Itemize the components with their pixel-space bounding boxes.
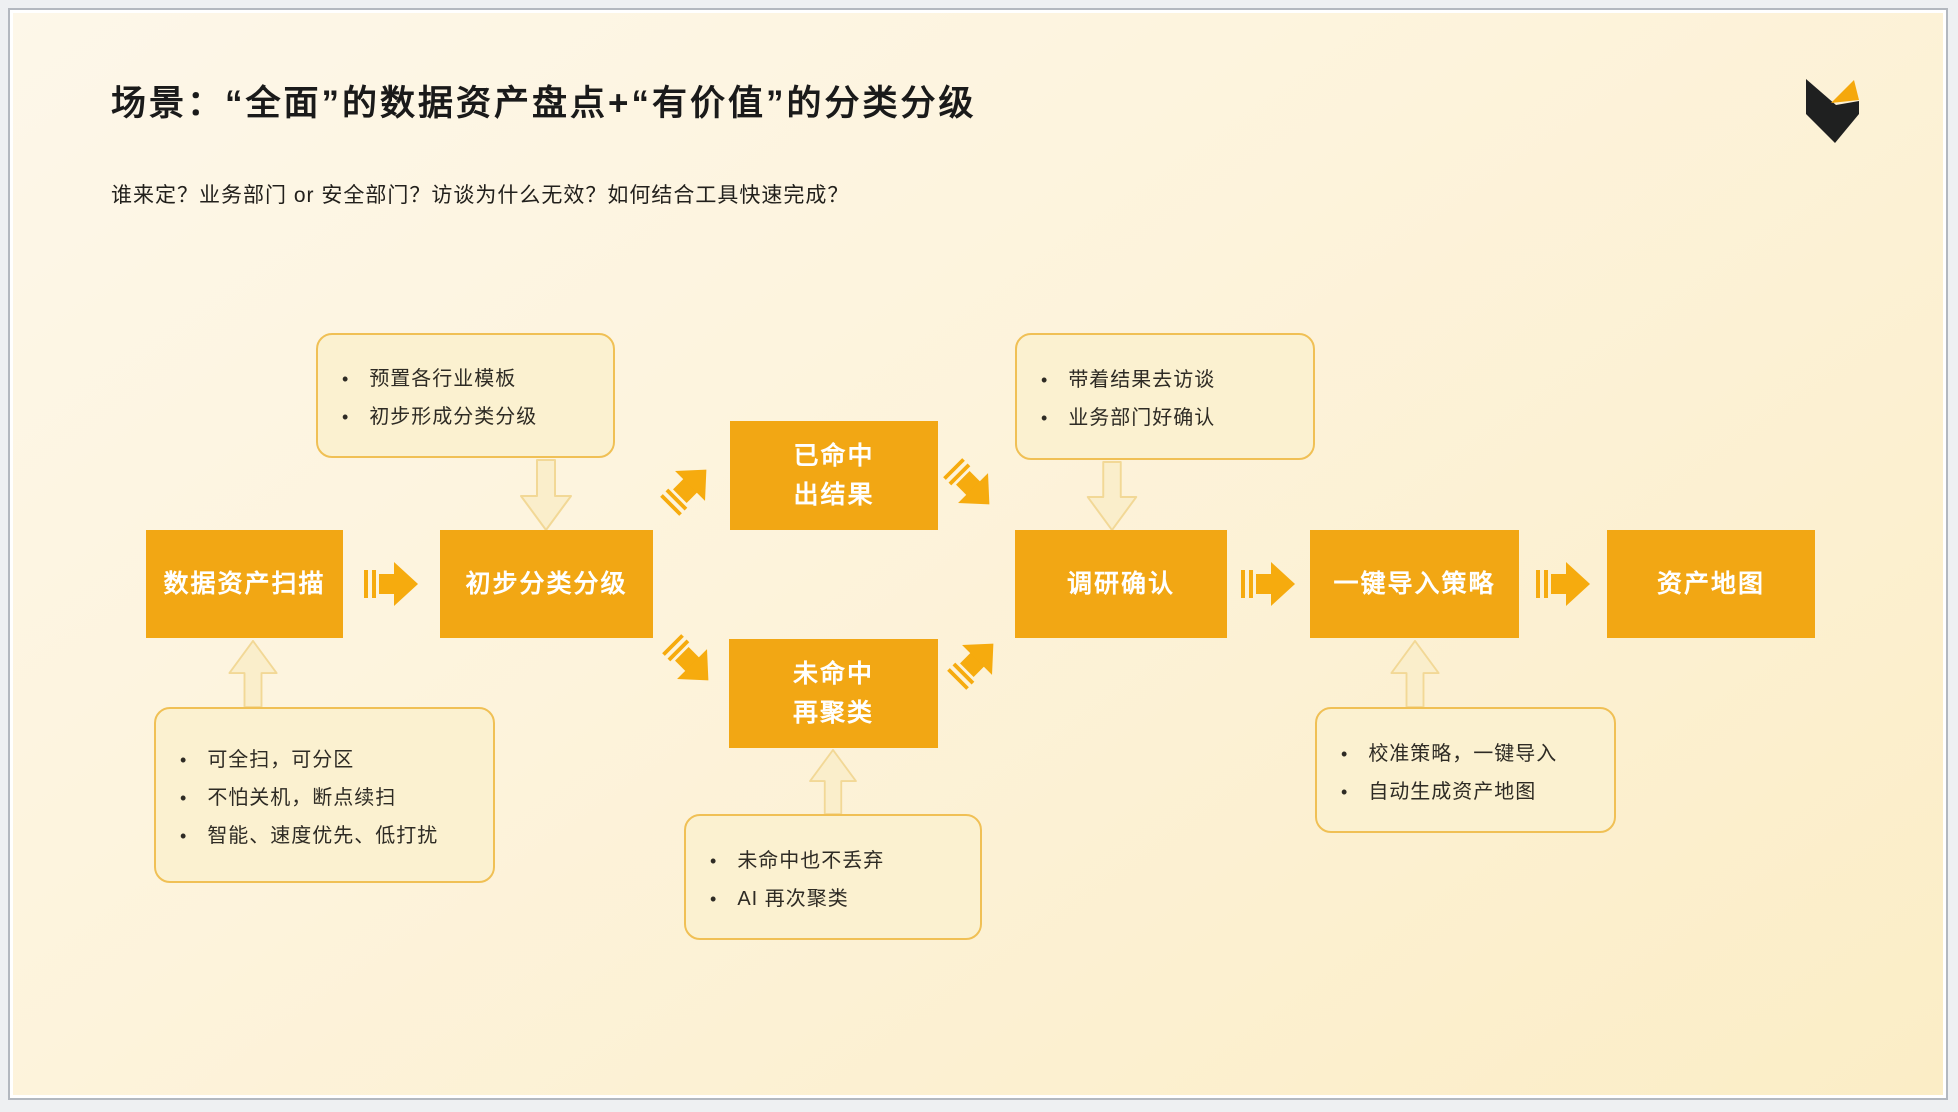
bullet-icon: •	[1041, 408, 1049, 428]
callout-recluster: • 未命中也不丢弃 • AI 再次聚类	[684, 814, 982, 940]
bullet-icon: •	[180, 825, 188, 846]
flow-node-import: 一键导入策略	[1310, 530, 1519, 638]
flow-node-map: 资产地图	[1607, 530, 1815, 638]
flow-node-confirm: 调研确认	[1015, 530, 1227, 638]
striped-arrow-right-icon	[1536, 562, 1590, 606]
striped-arrow-right-icon	[364, 562, 418, 606]
callout-item-text: 自动生成资产地图	[1368, 780, 1537, 803]
bullet-icon: •	[180, 787, 188, 808]
callout-item-text: 带着结果去访谈	[1068, 369, 1216, 391]
callout-item: • 初步形成分类分级	[342, 400, 589, 429]
flow-node-label: 调研确认	[1066, 569, 1175, 598]
flow-node-miss: 未命中 再聚类	[729, 639, 938, 748]
callout-item: • 不怕关机，断点续扫	[180, 781, 469, 810]
block-arrow-up-icon	[807, 749, 859, 815]
page-subtitle: 谁来定？业务部门 or 安全部门？访谈为什么无效？如何结合工具快速完成？	[111, 184, 850, 207]
flow-node-label: 未命中	[792, 659, 874, 688]
block-arrow-down-icon	[1086, 461, 1138, 531]
bullet-icon: •	[1041, 370, 1049, 390]
bullet-icon: •	[342, 369, 350, 389]
callout-item-text: 智能、速度优先、低打扰	[207, 824, 439, 847]
callout-item: • 智能、速度优先、低打扰	[180, 819, 469, 848]
callout-item: • AI 再次聚类	[710, 882, 956, 911]
striped-arrow-down-right-icon	[943, 458, 997, 512]
flow-node-label: 数据资产扫描	[163, 569, 326, 598]
window-frame: 场景：“全面”的数据资产盘点+“有价值”的分类分级 谁来定？业务部门 or 安全…	[8, 8, 1948, 1100]
callout-item: • 未命中也不丢弃	[710, 844, 956, 873]
fox-logo-icon	[1806, 79, 1860, 143]
flow-node-label: 再聚类	[792, 698, 874, 727]
callout-item-text: 初步形成分类分级	[369, 406, 538, 428]
flow-node-label: 已命中	[793, 441, 875, 470]
callout-item-text: 预置各行业模板	[369, 368, 517, 390]
bullet-icon: •	[180, 749, 188, 770]
block-arrow-up-icon	[1389, 640, 1441, 708]
bullet-icon: •	[710, 850, 718, 871]
callout-item: • 预置各行业模板	[342, 362, 589, 391]
callout-item-text: 未命中也不丢弃	[737, 849, 885, 872]
callout-templates: • 预置各行业模板 • 初步形成分类分级	[316, 333, 615, 458]
block-arrow-up-icon	[227, 640, 279, 708]
flow-node-hit: 已命中 出结果	[730, 421, 938, 530]
callout-item-text: 可全扫，可分区	[207, 748, 355, 771]
callout-item: • 校准策略，一键导入	[1341, 737, 1590, 766]
callout-item: • 可全扫，可分区	[180, 743, 469, 772]
callout-scan-notes: • 可全扫，可分区 • 不怕关机，断点续扫 • 智能、速度优先、低打扰	[154, 707, 495, 883]
flow-node-label: 资产地图	[1656, 569, 1765, 598]
callout-item-text: AI 再次聚类	[737, 887, 849, 910]
callout-item-text: 业务部门好确认	[1068, 407, 1216, 429]
callout-item: • 业务部门好确认	[1041, 401, 1289, 430]
flow-node-classify: 初步分类分级	[440, 530, 653, 638]
flow-node-scan: 数据资产扫描	[146, 530, 343, 638]
block-arrow-down-icon	[520, 459, 572, 531]
striped-arrow-up-right-icon	[947, 636, 1001, 690]
callout-item: • 带着结果去访谈	[1041, 363, 1289, 392]
striped-arrow-up-right-icon	[660, 462, 714, 516]
callout-item-text: 校准策略，一键导入	[1368, 742, 1558, 765]
callout-import-notes: • 校准策略，一键导入 • 自动生成资产地图	[1315, 707, 1616, 833]
striped-arrow-right-icon	[1241, 562, 1295, 606]
slide-canvas: 场景：“全面”的数据资产盘点+“有价值”的分类分级 谁来定？业务部门 or 安全…	[13, 13, 1943, 1095]
page-title: 场景：“全面”的数据资产盘点+“有价值”的分类分级	[111, 84, 977, 123]
bullet-icon: •	[1341, 781, 1349, 802]
bullet-icon: •	[342, 407, 350, 427]
flow-node-label: 出结果	[793, 480, 875, 509]
callout-interview: • 带着结果去访谈 • 业务部门好确认	[1015, 333, 1315, 460]
flow-node-label: 一键导入策略	[1333, 569, 1496, 598]
striped-arrow-down-right-icon	[662, 634, 716, 688]
callout-item: • 自动生成资产地图	[1341, 775, 1590, 804]
callout-item-text: 不怕关机，断点续扫	[207, 786, 397, 809]
flow-node-label: 初步分类分级	[465, 569, 628, 598]
bullet-icon: •	[1341, 743, 1349, 764]
bullet-icon: •	[710, 888, 718, 909]
